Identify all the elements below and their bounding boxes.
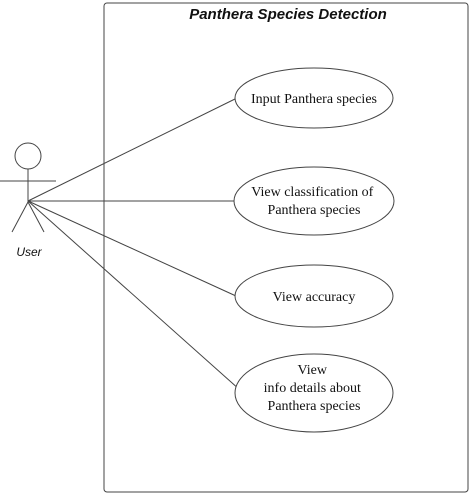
use-case-ellipse [234, 67, 394, 129]
actor-user: User [0, 142, 56, 259]
use-case-ellipse [233, 166, 395, 236]
actor-label: User [16, 245, 42, 259]
associations [27, 97, 241, 391]
use-case-label-line: View accuracy [273, 290, 356, 305]
system-boundary [103, 2, 469, 493]
use-case-ellipse [234, 353, 394, 433]
use-case-label: View classification of Panthera species [251, 185, 377, 218]
use-case-view-classification: View classification of Panthera species [233, 166, 395, 236]
use-case-label: View accuracy [273, 290, 356, 305]
system-title: Panthera Species Detection [189, 6, 387, 23]
use-case-label-line: Input Panthera species [251, 92, 377, 107]
actor-head [14, 142, 42, 170]
use-case-label-line: View [298, 363, 328, 378]
association-line-accuracy [27, 200, 237, 297]
use-case-input-panthera-species: Input Panthera species [234, 67, 394, 129]
use-case-label-line: info details about [264, 381, 361, 396]
actor-left-leg [11, 201, 29, 233]
use-case-label-line: Panthera species [268, 203, 361, 218]
use-case-label: View info details about Panthera species [264, 363, 365, 414]
use-case-label-line: View classification of [251, 185, 373, 200]
use-case-view-accuracy: View accuracy [234, 264, 394, 328]
use-case-label: Input Panthera species [251, 92, 377, 107]
association-line-info-details [27, 200, 241, 391]
use-case-ellipse [234, 264, 394, 328]
use-case-view-info-details: View info details about Panthera species [234, 353, 394, 433]
association-line-input [27, 97, 238, 202]
use-case-label-line: Panthera species [268, 399, 361, 414]
actor-right-leg [27, 201, 45, 233]
